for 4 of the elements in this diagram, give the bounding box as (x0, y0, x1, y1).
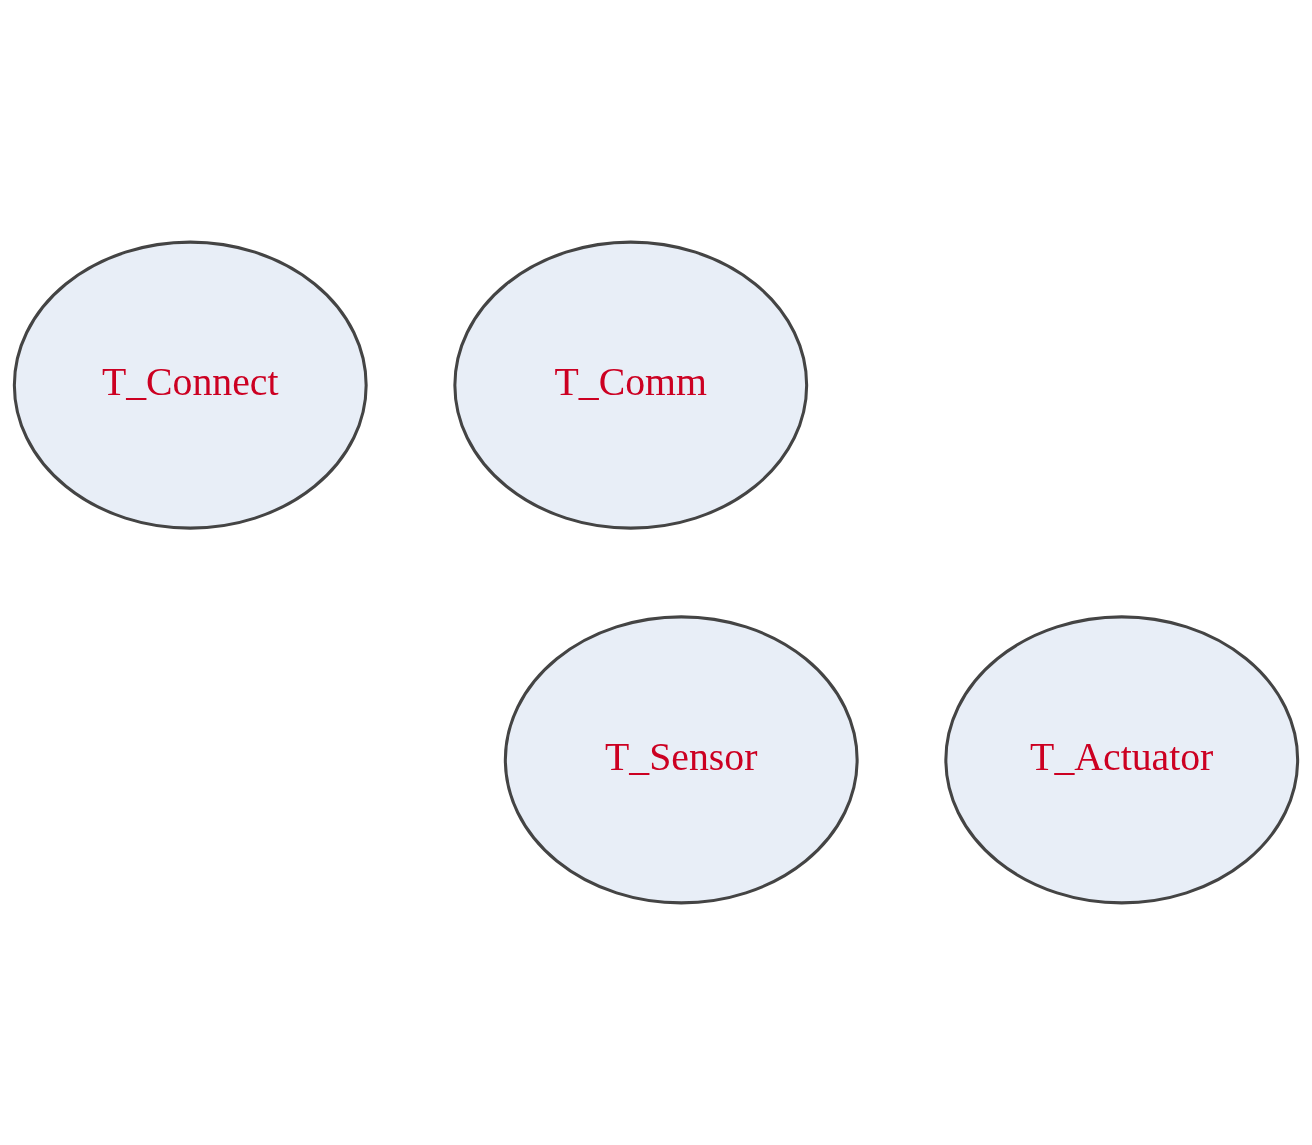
node-ellipse: T_Actuator (944, 615, 1300, 905)
node-ellipse: T_Comm (453, 240, 809, 530)
node-ellipse: T_Connect (12, 240, 368, 530)
node-ellipse: T_Sensor (503, 615, 859, 905)
